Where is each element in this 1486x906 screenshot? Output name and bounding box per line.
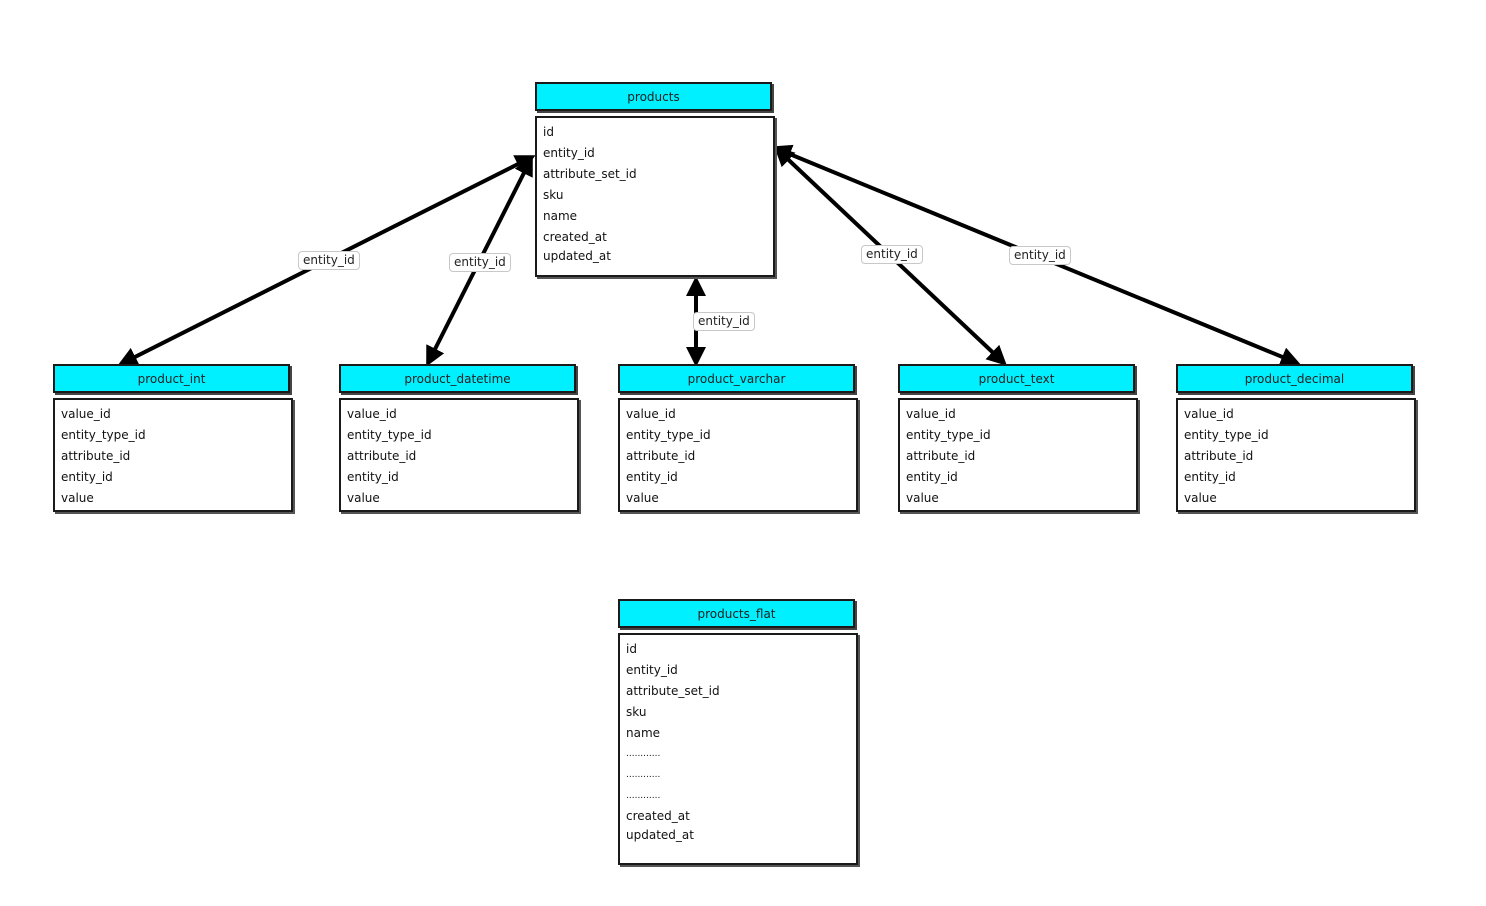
relation-label-product-decimal: entity_id: [1009, 246, 1071, 265]
table-field: sku: [543, 188, 564, 202]
table-field: attribute_set_id: [626, 684, 720, 698]
table-field: entity_type_id: [906, 428, 991, 442]
table-field-ellipsis: ............: [626, 749, 661, 759]
table-field: value_id: [906, 407, 956, 421]
table-title: product_varchar: [687, 371, 786, 386]
table-field: name: [626, 726, 661, 740]
table-field: attribute_id: [906, 449, 976, 463]
table-title: product_datetime: [404, 371, 511, 386]
table-header-product-int: product_int: [53, 364, 290, 393]
table-field: entity_id: [626, 470, 678, 484]
table-header-product-text: product_text: [898, 364, 1135, 393]
table-header-products: products: [535, 82, 772, 111]
table-header-product-varchar: product_varchar: [618, 364, 855, 393]
table-field: value: [906, 491, 939, 505]
table-field: value: [61, 491, 94, 505]
table-field: attribute_id: [61, 449, 131, 463]
table-field: entity_id: [1184, 470, 1236, 484]
relation-label-product-varchar: entity_id: [693, 312, 755, 331]
table-body-product-decimal: value_id entity_type_id attribute_id ent…: [1176, 398, 1416, 512]
table-body-product-text: value_id entity_type_id attribute_id ent…: [898, 398, 1138, 512]
table-body-product-varchar: value_id entity_type_id attribute_id ent…: [618, 398, 858, 512]
table-field: value: [1184, 491, 1217, 505]
table-field: entity_id: [626, 663, 678, 677]
table-title: products: [627, 89, 680, 104]
table-field: attribute_id: [1184, 449, 1254, 463]
table-field: attribute_id: [626, 449, 696, 463]
table-title: product_int: [137, 371, 206, 386]
table-field: entity_type_id: [61, 428, 146, 442]
table-title: product_text: [978, 371, 1055, 386]
table-header-products-flat: products_flat: [618, 599, 855, 628]
table-field: value_id: [347, 407, 397, 421]
table-field: name: [543, 209, 578, 223]
table-field: id: [626, 642, 637, 656]
table-title: products_flat: [697, 606, 776, 621]
table-field: entity_id: [347, 470, 399, 484]
relation-label-product-datetime: entity_id: [449, 253, 511, 272]
table-field: sku: [626, 705, 647, 719]
table-field: entity_type_id: [626, 428, 711, 442]
relation-label-product-text: entity_id: [861, 245, 923, 264]
table-body-product-int: value_id entity_type_id attribute_id ent…: [53, 398, 293, 512]
table-field: created_at: [626, 809, 690, 823]
table-field: entity_type_id: [1184, 428, 1269, 442]
table-field: id: [543, 125, 554, 139]
table-body-products: id entity_id attribute_set_id sku name c…: [535, 116, 775, 277]
table-field-ellipsis: ............: [626, 791, 661, 801]
table-field: value_id: [1184, 407, 1234, 421]
table-field-ellipsis: ............: [626, 770, 661, 780]
table-field: created_at: [543, 230, 607, 244]
table-field: value_id: [626, 407, 676, 421]
table-field: entity_type_id: [347, 428, 432, 442]
table-field: updated_at: [626, 828, 694, 842]
table-field: updated_at: [543, 249, 611, 263]
table-title: product_decimal: [1244, 371, 1345, 386]
table-field: value: [347, 491, 380, 505]
table-header-product-decimal: product_decimal: [1176, 364, 1413, 393]
table-field: value_id: [61, 407, 111, 421]
table-field: entity_id: [61, 470, 113, 484]
table-field: attribute_id: [347, 449, 417, 463]
table-header-product-datetime: product_datetime: [339, 364, 576, 393]
table-field: attribute_set_id: [543, 167, 637, 181]
table-body-products-flat: id entity_id attribute_set_id sku name .…: [618, 633, 858, 865]
table-field: entity_id: [906, 470, 958, 484]
relation-label-product-int: entity_id: [298, 251, 360, 270]
table-field: entity_id: [543, 146, 595, 160]
table-body-product-datetime: value_id entity_type_id attribute_id ent…: [339, 398, 579, 512]
table-field: value: [626, 491, 659, 505]
